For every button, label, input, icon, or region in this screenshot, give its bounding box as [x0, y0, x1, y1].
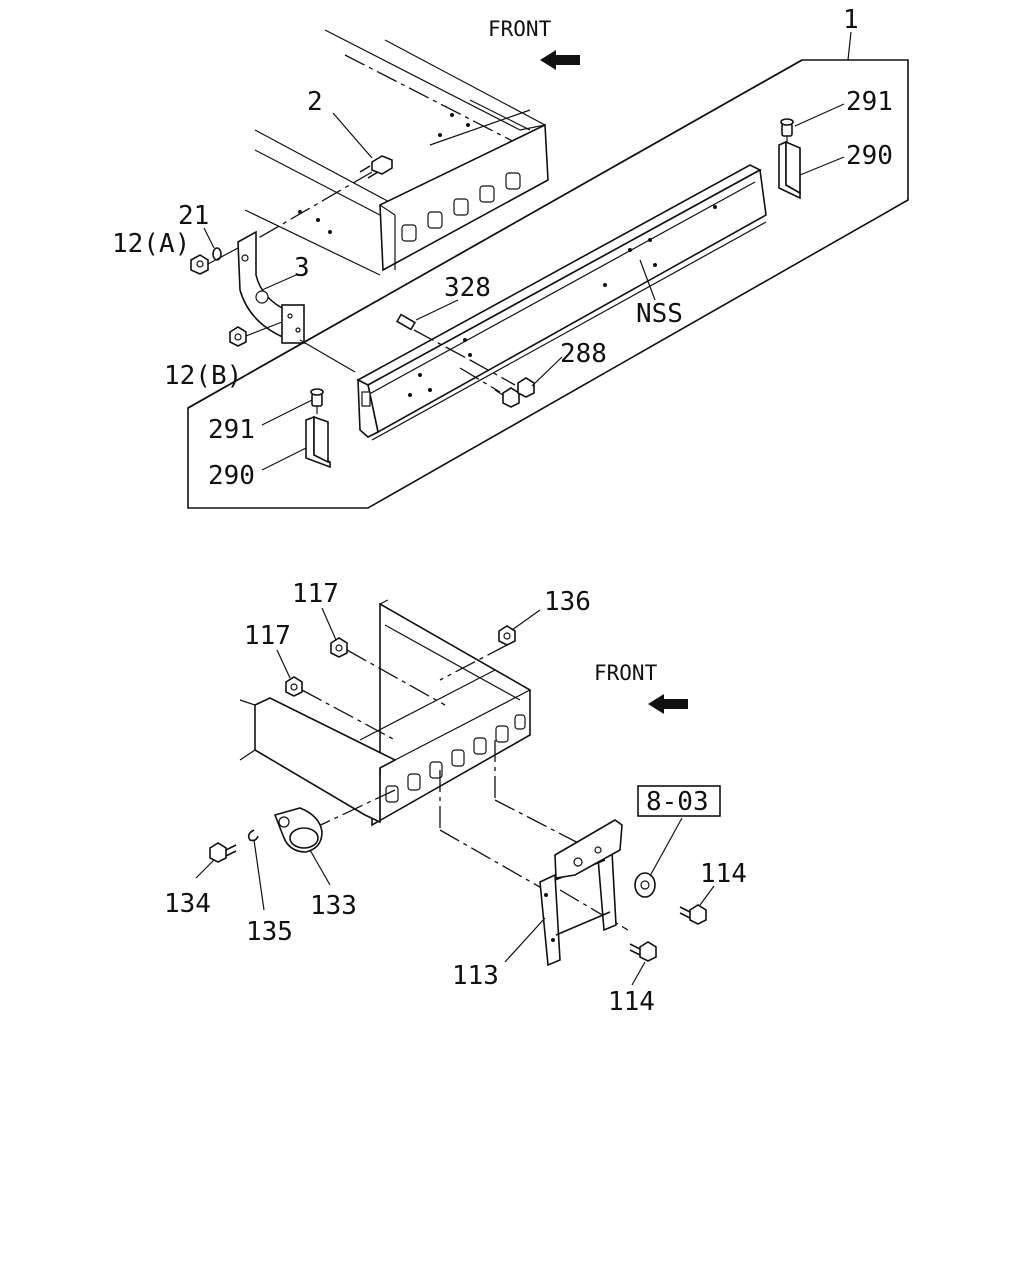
- nut-12a: [190, 247, 239, 275]
- callout-113: 113: [452, 961, 499, 991]
- chassis-frame-lower: [239, 599, 531, 827]
- callout-nss: NSS: [636, 299, 683, 329]
- chassis-frame-upper: [244, 29, 549, 276]
- bolt-2: [254, 155, 393, 241]
- clip-135: [247, 829, 259, 842]
- callout-21: 21: [178, 201, 209, 231]
- side-rail-nss: [356, 164, 767, 441]
- callout-114-a: 114: [700, 859, 747, 889]
- reference-box-frame: [637, 785, 721, 817]
- callout-288: 288: [560, 339, 607, 369]
- nut-12b: [229, 321, 283, 347]
- stud-328: [395, 313, 471, 361]
- nut-117-b: [285, 676, 303, 697]
- callout-291-lower: 291: [208, 415, 255, 445]
- callout-117-b: 117: [244, 621, 291, 651]
- clip-290-lower: [305, 415, 331, 469]
- callout-3: 3: [294, 253, 310, 283]
- bracket-113: [539, 819, 623, 967]
- callout-328: 328: [444, 273, 491, 303]
- callout-135: 135: [246, 917, 293, 947]
- tow-hook-133: [273, 807, 323, 853]
- callout-1: 1: [843, 5, 859, 35]
- front-label-lower: FRONT: [594, 661, 658, 685]
- reference-box-8-03[interactable]: 8-03: [646, 787, 709, 817]
- nut-117-a: [330, 637, 348, 658]
- assembly-lines-lower: [301, 644, 629, 931]
- bolt-114-a: [679, 904, 707, 925]
- clip-290-upper: [778, 140, 801, 200]
- callout-2: 2: [307, 87, 323, 117]
- pin-291-upper: [780, 118, 794, 142]
- bolt-134: [209, 842, 237, 863]
- callout-114-b: 114: [608, 987, 655, 1017]
- callout-133: 133: [310, 891, 357, 921]
- callout-12b: 12(B): [164, 361, 242, 391]
- bracket-3: [237, 230, 356, 373]
- lower-assembly: FRONT: [164, 579, 747, 1017]
- callout-134: 134: [164, 889, 211, 919]
- callout-290-upper: 290: [846, 141, 893, 171]
- leader-lines-upper: [203, 31, 852, 471]
- bolt-set-288: [459, 359, 535, 408]
- front-arrow-icon: [540, 50, 580, 70]
- upper-assembly: FRONT: [112, 5, 909, 509]
- clip-nut-8-03: [634, 872, 656, 898]
- nut-136: [498, 625, 516, 646]
- leader-lines-lower: [195, 607, 715, 986]
- callout-12a: 12(A): [112, 229, 190, 259]
- pin-291-lower: [310, 388, 324, 414]
- bolt-114-b: [629, 941, 657, 962]
- callout-117-a: 117: [292, 579, 339, 609]
- callout-291-upper: 291: [846, 87, 893, 117]
- callout-290-lower: 290: [208, 461, 255, 491]
- front-label-upper: FRONT: [488, 17, 552, 41]
- front-arrow-icon: [648, 694, 688, 714]
- callout-136: 136: [544, 587, 591, 617]
